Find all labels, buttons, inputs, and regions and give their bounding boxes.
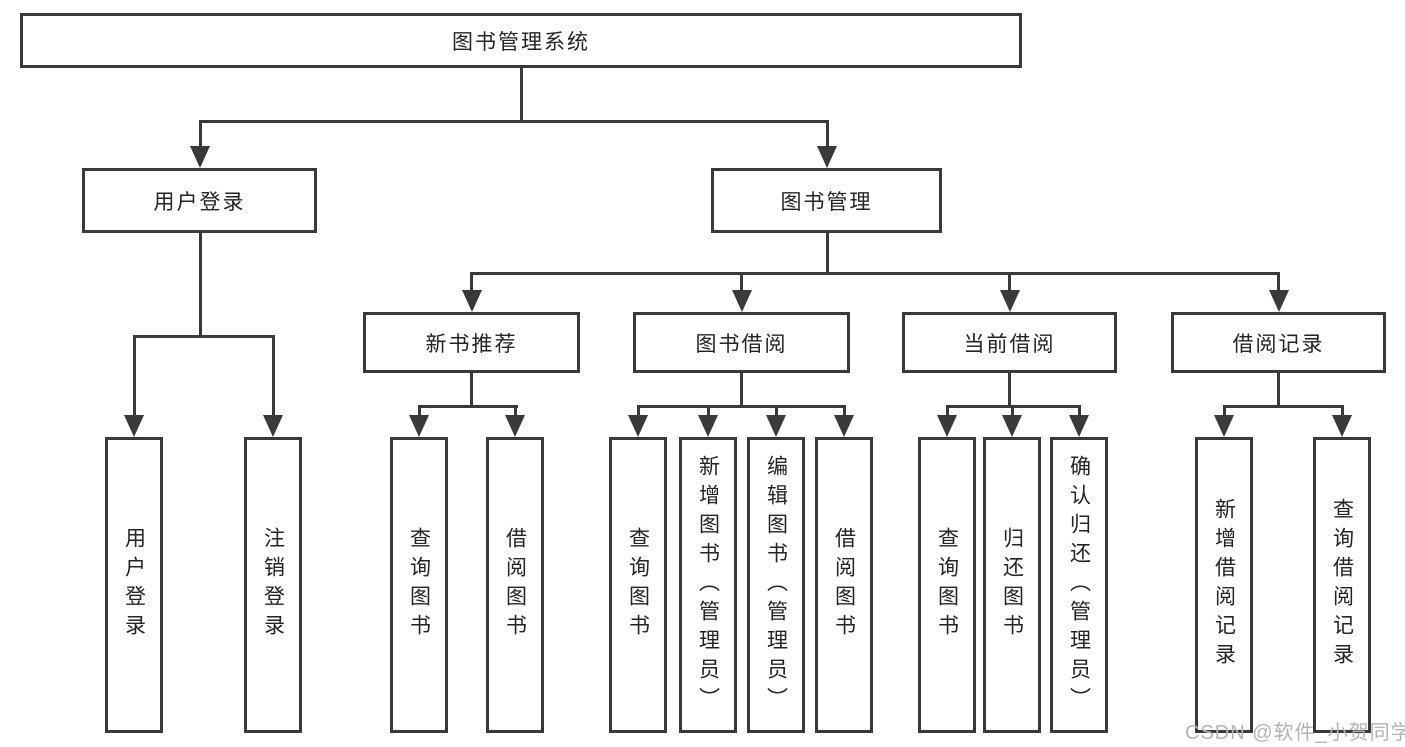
node-borrow-records: 借阅记录 — [1171, 312, 1386, 373]
arrow-down-icon — [263, 415, 283, 437]
connector-line — [470, 272, 1280, 275]
connector-line — [636, 405, 640, 417]
connector-line — [132, 335, 136, 417]
connector-line — [1010, 405, 1014, 417]
leaf-return-book: 归还图书 — [983, 437, 1041, 733]
node-current-borrow: 当前借阅 — [902, 312, 1117, 373]
node-label: 借阅图书 — [503, 527, 527, 643]
node-book-borrow: 图书借阅 — [633, 312, 850, 373]
node-user-login: 用户登录 — [82, 168, 317, 233]
connector-line — [519, 68, 523, 120]
arrow-down-icon — [937, 415, 957, 437]
arrow-down-icon — [1069, 415, 1089, 437]
node-label: 注销登录 — [261, 527, 285, 643]
node-label: 借阅记录 — [1232, 332, 1325, 356]
connector-line — [198, 120, 202, 148]
connector-line — [470, 373, 473, 405]
arrow-down-icon — [628, 415, 648, 437]
node-book-management: 图书管理 — [711, 168, 942, 233]
node-label: 图书管理 — [780, 190, 873, 214]
node-label: 查询图书 — [935, 527, 959, 643]
leaf-query-books-current: 查询图书 — [918, 437, 976, 733]
connector-line — [470, 272, 473, 292]
arrow-down-icon — [124, 415, 144, 437]
leaf-confirm-return-admin: 确认归还（管理员） — [1050, 437, 1108, 733]
node-label: 新增图书（管理员） — [696, 454, 720, 716]
node-label: 图书管理系统 — [452, 30, 590, 54]
connector-line — [1008, 373, 1011, 405]
leaf-add-borrow-record: 新增借阅记录 — [1195, 437, 1253, 733]
leaf-borrow-books-recommend: 借阅图书 — [486, 437, 544, 733]
leaf-add-book-admin: 新增图书（管理员） — [679, 437, 737, 733]
connector-line — [1222, 405, 1344, 408]
connector-line — [825, 233, 829, 272]
node-label: 编辑图书（管理员） — [764, 454, 788, 716]
connector-line — [1008, 272, 1011, 292]
connector-line — [417, 405, 518, 408]
arrow-down-icon — [698, 415, 718, 437]
connector-line — [945, 405, 949, 417]
arrow-down-icon — [834, 415, 854, 437]
arrow-down-icon — [409, 415, 429, 437]
arrow-down-icon — [505, 415, 525, 437]
node-label: 当前借阅 — [963, 332, 1056, 356]
arrow-down-icon — [731, 290, 752, 312]
connector-line — [1077, 405, 1081, 417]
node-label: 图书借阅 — [695, 332, 788, 356]
leaf-query-books-recommend: 查询图书 — [390, 437, 448, 733]
arrow-down-icon — [817, 146, 837, 168]
connector-line — [132, 335, 275, 338]
node-new-book-recommend: 新书推荐 — [363, 312, 580, 373]
node-label: 用户登录 — [153, 190, 246, 214]
arrow-down-icon — [190, 146, 210, 168]
leaf-query-books-borrow: 查询图书 — [609, 437, 667, 733]
connector-line — [417, 405, 421, 417]
arrow-down-icon — [1332, 415, 1352, 437]
watermark: CSDN @软件_小贺同学 — [1185, 722, 1405, 744]
node-label: 查询借阅记录 — [1330, 498, 1354, 672]
node-label: 用户登录 — [122, 527, 146, 643]
connector-line — [706, 405, 710, 417]
connector-line — [1222, 405, 1226, 417]
connector-line — [271, 335, 275, 417]
node-label: 归还图书 — [1000, 527, 1024, 643]
connector-line — [636, 405, 846, 408]
connector-line — [198, 233, 202, 335]
arrow-down-icon — [1214, 415, 1234, 437]
leaf-query-borrow-record: 查询借阅记录 — [1313, 437, 1371, 733]
connector-line — [842, 405, 846, 417]
connector-line — [740, 272, 743, 292]
connector-line — [198, 120, 829, 123]
node-label: 新书推荐 — [425, 332, 518, 356]
arrow-down-icon — [461, 290, 482, 312]
node-label: 确认归还（管理员） — [1067, 454, 1091, 716]
connector-line — [1277, 373, 1280, 405]
connector-line — [1277, 272, 1280, 292]
leaf-user-login: 用户登录 — [105, 437, 163, 733]
connector-line — [825, 120, 829, 148]
leaf-logout: 注销登录 — [244, 437, 302, 733]
arrow-down-icon — [999, 290, 1020, 312]
node-label: 借阅图书 — [832, 527, 856, 643]
arrow-down-icon — [766, 415, 786, 437]
node-label: 新增借阅记录 — [1212, 498, 1236, 672]
node-library-management-system: 图书管理系统 — [20, 13, 1022, 68]
arrow-down-icon — [1002, 415, 1022, 437]
connector-line — [513, 405, 517, 417]
node-label: 查询图书 — [407, 527, 431, 643]
connector-line — [1340, 405, 1344, 417]
leaf-edit-book-admin: 编辑图书（管理员） — [747, 437, 805, 733]
connector-line — [740, 373, 743, 405]
leaf-borrow-books-borrow: 借阅图书 — [815, 437, 873, 733]
node-label: 查询图书 — [626, 527, 650, 643]
connector-line — [774, 405, 778, 417]
arrow-down-icon — [1268, 290, 1289, 312]
